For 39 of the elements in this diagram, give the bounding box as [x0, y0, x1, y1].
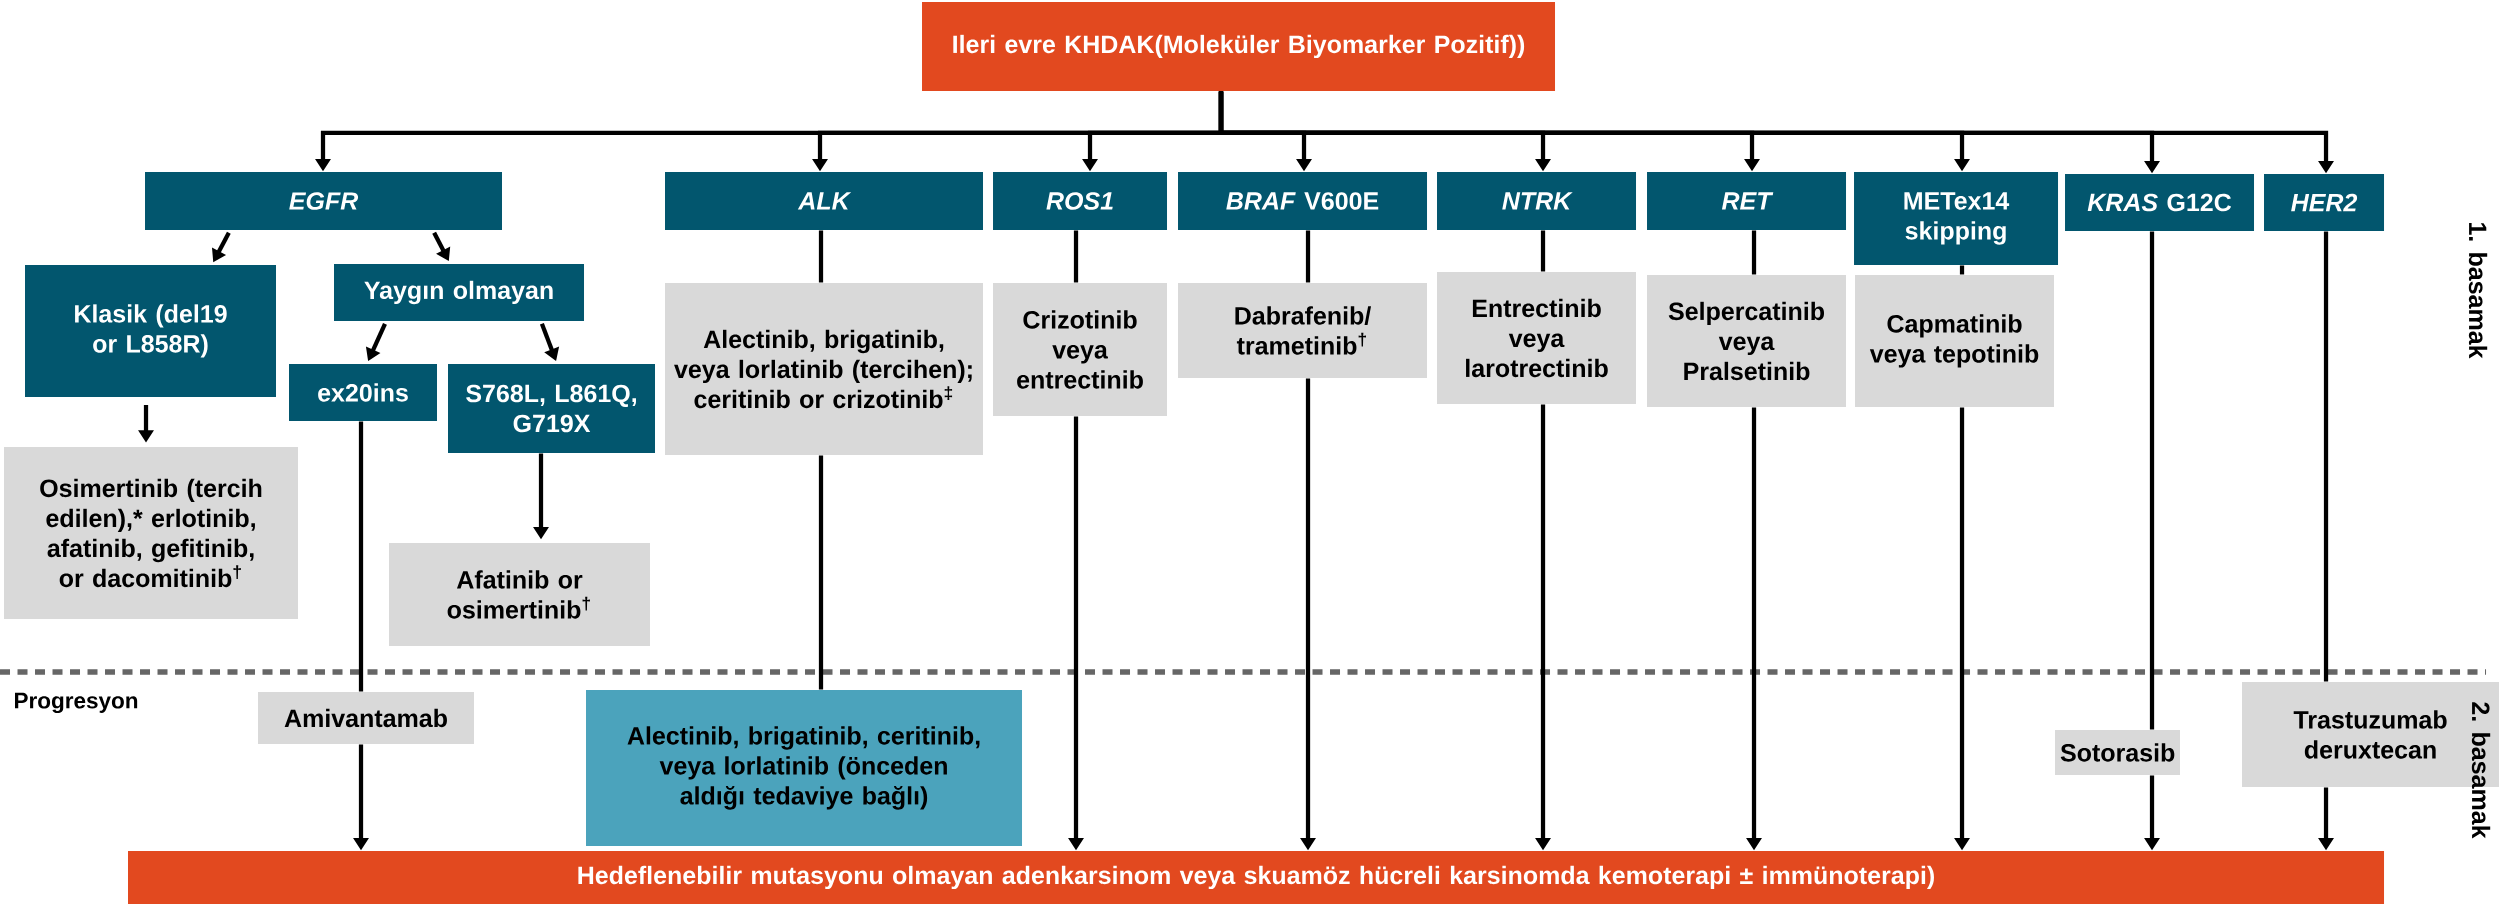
biomarker-box: EGFR	[145, 172, 502, 230]
treatment-box: Alectinib, brigatinib, ceritinib, veya lorlatinib (önceden aldığı tedaviye bağlı)	[586, 690, 1022, 846]
biomarker-box: ROS1	[993, 172, 1167, 230]
biomarker-box: ex20ins	[289, 364, 437, 421]
biomarker-box: ALK	[665, 172, 983, 230]
treatment-box: Amivantamab	[258, 692, 474, 744]
treatment-box: Selpercatinib veya Pralsetinib	[1647, 275, 1846, 407]
biomarker-box: Yaygın olmayan	[334, 264, 584, 321]
connector-line	[2149, 231, 2155, 730]
treatment-box: Alectinib, brigatinib, veya lorlatinib (tercihen); ceritinib or crizotinib$^{‡}$	[665, 283, 983, 455]
biomarker-box: HER2	[2264, 174, 2384, 231]
treatment-box: Sotorasib	[2055, 730, 2180, 775]
treatment-box: Crizotinib veya entrectinib	[993, 283, 1167, 416]
biomarker-box: Klasik (del19 or L858R)	[25, 265, 276, 397]
row-label: 2. basamak	[2471, 702, 2491, 839]
biomarker-box: KRAS G12C	[2065, 174, 2254, 231]
biomarker-box: S768L, L861Q, G719X	[448, 364, 655, 453]
connector-line	[1959, 265, 1965, 275]
treatment-box: Afatinib or osimertinib$^{†}$	[389, 543, 650, 646]
connector-line	[1540, 230, 1546, 272]
treatment-box: Osimertinib (tercih edilen),* erlotinib, afatinib, gefitinib, or dacomitinib$^{†}$	[4, 447, 298, 619]
row-label: 1. basamak	[2468, 223, 2488, 359]
header-box: Ileri evre KHDAK(Moleküler Biyomarker Pozitif))	[922, 2, 1555, 91]
connector-line	[1305, 230, 1311, 283]
treatment-box: Entrectinib veya larotrectinib	[1437, 272, 1636, 404]
treatment-box: Capmatinib veya tepotinib	[1855, 275, 2054, 407]
connector-line	[818, 455, 824, 690]
connector-line	[818, 230, 824, 283]
biomarker-box: BRAF V600E	[1178, 172, 1427, 230]
connector-line	[1751, 230, 1757, 275]
biomarker-box: METex14 skipping	[1854, 172, 2058, 265]
connector-line	[1073, 230, 1079, 283]
connector-line	[2323, 231, 2329, 682]
connector-line	[358, 421, 364, 692]
side-label: Progresyon	[15, 692, 138, 714]
biomarker-box: RET	[1647, 172, 1846, 230]
biomarker-box: NTRK	[1437, 172, 1636, 230]
header-box: Hedeflenebilir mutasyonu olmayan adenkarsinom veya skuamöz hücreli karsinomda kemoterapi ± immünoterapi)	[128, 851, 2384, 904]
treatment-box: Dabrafenib/ trametinib$^{†}$	[1178, 283, 1427, 378]
